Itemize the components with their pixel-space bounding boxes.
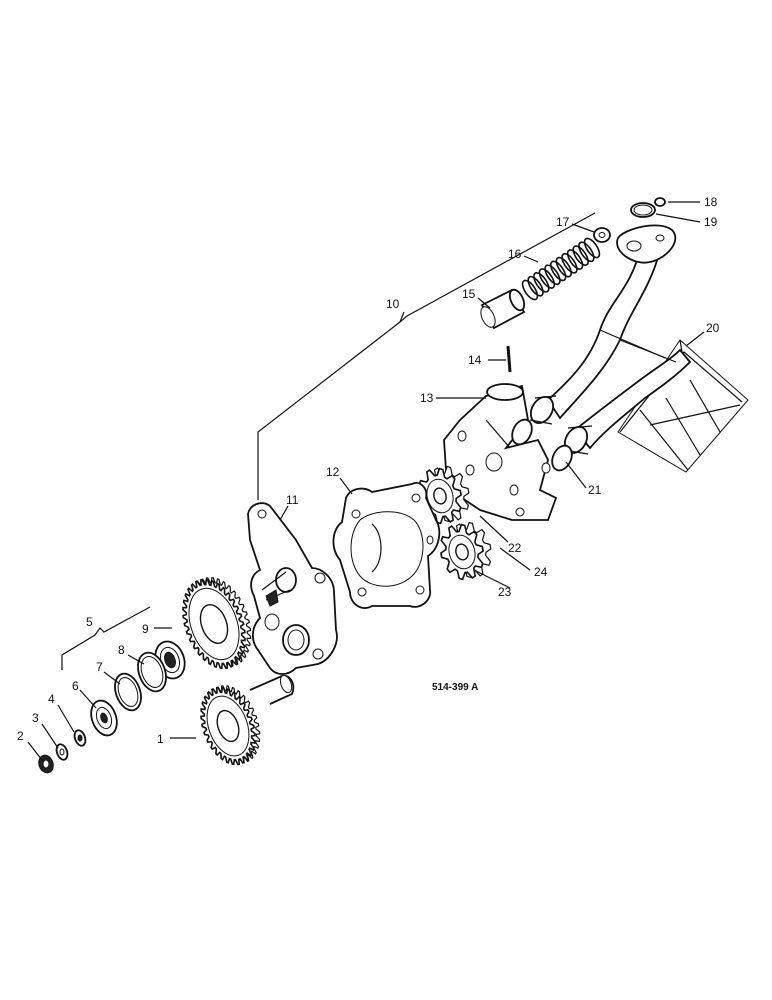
label-9: 9	[142, 622, 149, 636]
label-22: 22	[508, 541, 522, 555]
label-24: 24	[534, 565, 548, 579]
label-13: 13	[420, 391, 434, 405]
washer-4	[73, 729, 87, 747]
label-1: 1	[157, 732, 164, 746]
label-11: 11	[286, 493, 299, 507]
oil-strainer-pickup	[529, 224, 749, 473]
o-ring-21	[511, 418, 573, 472]
label-23: 23	[498, 585, 512, 599]
label-16: 16	[508, 247, 522, 261]
assembly-bracket-10	[257, 212, 596, 500]
label-6: 6	[72, 679, 79, 693]
shaft-gear-1-teeth	[200, 685, 261, 766]
lock-washer-3	[55, 743, 69, 761]
ring-7	[114, 672, 142, 712]
drawing-reference-code: 514-399 A	[432, 682, 478, 693]
leader-lines	[27, 201, 705, 761]
pin-14	[506, 345, 512, 373]
idler-gear-22	[417, 465, 470, 525]
label-4: 4	[48, 692, 55, 706]
label-17: 17	[556, 215, 570, 229]
label-18: 18	[704, 195, 718, 209]
washer-17	[593, 227, 611, 243]
part-labels: 1 2 3 4 5 6 7 8 9 10 11 12 13 14 15 16 1…	[17, 195, 720, 746]
label-19: 19	[704, 215, 718, 229]
label-8: 8	[118, 643, 125, 657]
snap-ring-8	[137, 651, 167, 693]
label-20: 20	[706, 321, 720, 335]
label-15: 15	[462, 287, 476, 301]
shaft-gear-1	[249, 674, 295, 705]
label-14: 14	[468, 353, 482, 367]
relief-plunger-15	[480, 288, 526, 330]
label-12: 12	[326, 465, 340, 479]
label-2: 2	[17, 729, 24, 743]
label-10: 10	[386, 297, 400, 311]
assembly-bracket-5	[61, 606, 151, 670]
pump-housing-11	[247, 502, 338, 675]
label-7: 7	[96, 660, 103, 674]
pump-body-12	[332, 482, 441, 609]
pump-cover-13	[443, 383, 558, 521]
label-5: 5	[86, 615, 93, 629]
relief-spring-16	[521, 237, 601, 301]
bearing-6	[90, 699, 118, 737]
drive-gear-23	[439, 521, 492, 581]
label-3: 3	[32, 711, 39, 725]
label-21: 21	[588, 483, 602, 497]
large-gear-9	[182, 577, 252, 670]
seal-ring-19	[630, 202, 656, 218]
o-ring-18	[654, 197, 666, 207]
